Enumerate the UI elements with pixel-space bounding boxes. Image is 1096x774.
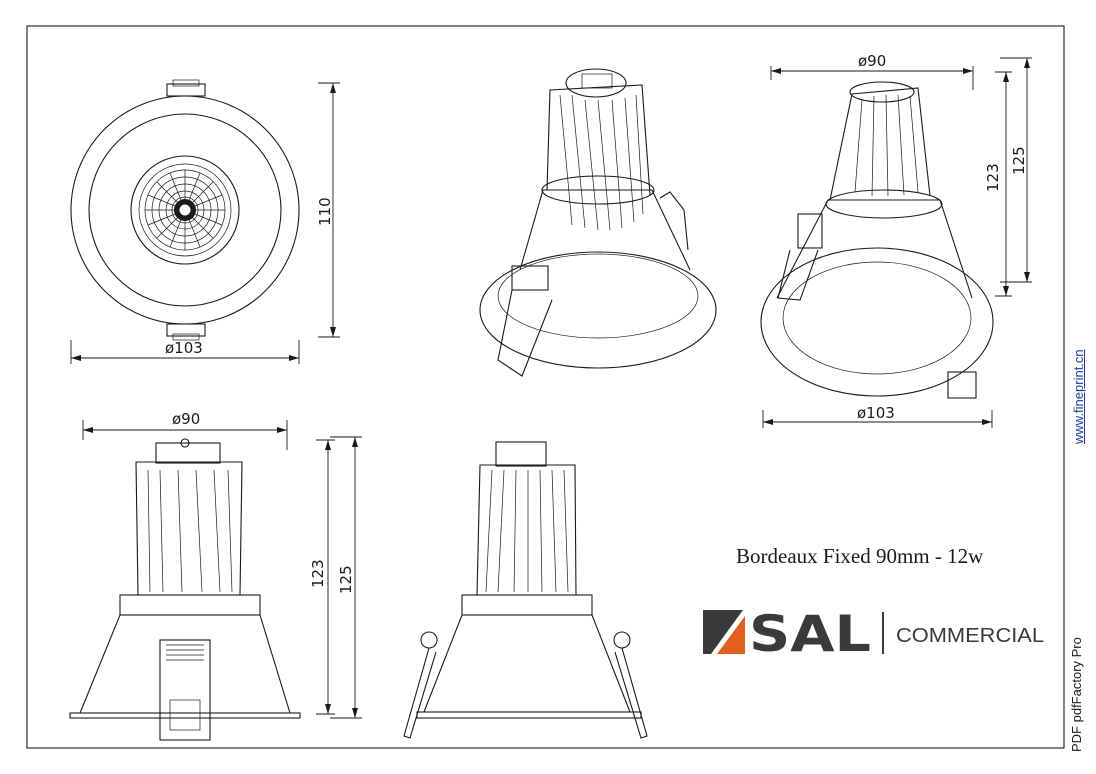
dim-top-height: 110: [316, 197, 334, 226]
side-view-profile: [403, 441, 648, 739]
iso-view-right: [760, 81, 994, 399]
logo-accent-mark: [703, 610, 743, 654]
side-view-front: [69, 438, 301, 741]
iso-right-dimensions: ø90 123 125 ø103: [762, 52, 1032, 428]
pdffactory-label: PDF pdfFactory Pro: [1069, 637, 1084, 752]
top-view-dimensions: 110 ø103: [70, 82, 340, 364]
top-view: [70, 79, 300, 341]
dim-iso-right-bottom: ø103: [857, 404, 895, 422]
sal-commercial-logo: SAL COMMERCIAL: [703, 608, 1044, 656]
dim-iso-right-h2: 125: [1010, 146, 1028, 175]
product-title: Bordeaux Fixed 90mm - 12w: [736, 544, 984, 568]
fineprint-link[interactable]: www.fineprint.cn: [1071, 349, 1086, 444]
logo-brand-text: SAL: [749, 608, 871, 656]
logo-orange-mark: [717, 616, 745, 654]
side-view-dimensions: ø90 123 125: [82, 410, 362, 719]
iso-view-left: [479, 68, 717, 377]
dim-side-h1: 123: [309, 559, 327, 588]
dim-iso-right-top: ø90: [858, 52, 886, 70]
dim-side-h2: 125: [337, 565, 355, 594]
dim-side-width: ø90: [172, 410, 200, 428]
logo-division-text: COMMERCIAL: [896, 625, 1044, 647]
dim-iso-right-h1: 123: [984, 163, 1002, 192]
drawing-border: [26, 25, 1065, 749]
dim-top-width: ø103: [165, 339, 203, 357]
